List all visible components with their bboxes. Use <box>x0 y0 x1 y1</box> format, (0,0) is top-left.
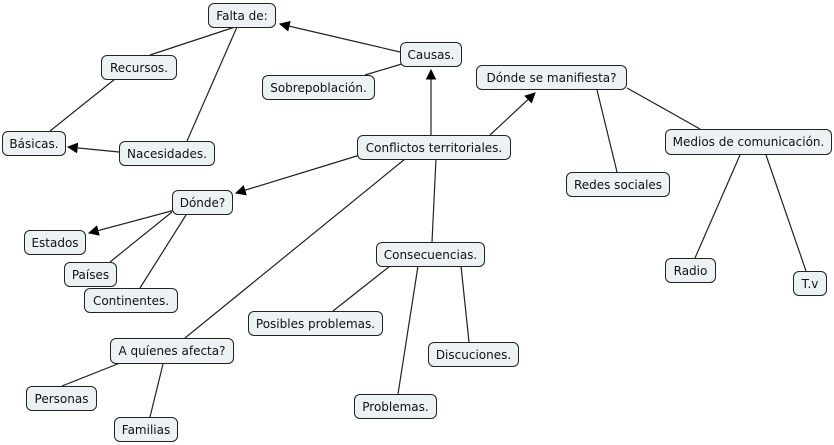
node-personas[interactable]: Personas <box>26 386 97 411</box>
line-connector <box>49 78 116 132</box>
node-donde-se-manifiesta[interactable]: Dónde se manifiesta? <box>476 65 627 90</box>
node-conflictos-territoriales[interactable]: Conflictos territoriales. <box>357 135 511 160</box>
node-radio[interactable]: Radio <box>665 258 716 283</box>
arrow-connector <box>234 154 361 196</box>
node-basicas[interactable]: Básicas. <box>2 131 66 156</box>
arrow-connector <box>87 209 176 236</box>
line-connector <box>626 87 701 130</box>
line-connector <box>332 265 391 312</box>
node-recursos[interactable]: Recursos. <box>101 55 177 80</box>
node-discuciones[interactable]: Discuciones. <box>428 342 519 367</box>
line-connector <box>431 158 437 243</box>
line-connector <box>149 363 164 418</box>
node-tv[interactable]: T.v <box>793 271 827 296</box>
node-medios-de-comunicacion[interactable]: Medios de comunicación. <box>665 129 832 155</box>
line-connector <box>184 158 406 339</box>
line-connector <box>397 265 419 395</box>
line-connector <box>364 62 406 76</box>
line-connector <box>765 154 807 272</box>
node-redes-sociales[interactable]: Redes sociales <box>566 172 670 197</box>
line-connector <box>139 214 187 289</box>
line-connector <box>596 89 618 173</box>
node-falta-de[interactable]: Falta de: <box>208 3 276 28</box>
line-connector <box>186 26 238 142</box>
node-posibles-problemas[interactable]: Posibles problemas. <box>248 311 383 336</box>
line-connector <box>61 362 121 387</box>
arrow-connector <box>489 92 536 136</box>
node-nacesidades[interactable]: Nacesidades. <box>119 141 215 166</box>
arrow-connector <box>66 142 120 154</box>
node-problemas[interactable]: Problemas. <box>354 394 437 419</box>
node-familias[interactable]: Familias <box>114 417 178 442</box>
line-connector <box>694 154 741 259</box>
node-continentes[interactable]: Continentes. <box>84 288 178 313</box>
arrow-connector <box>278 20 401 53</box>
node-consecuencias[interactable]: Consecuencias. <box>376 242 485 267</box>
node-sobrepoblacion[interactable]: Sobrepoblación. <box>262 75 375 100</box>
line-connector <box>109 211 173 263</box>
line-connector <box>460 265 470 343</box>
node-estados[interactable]: Estados <box>24 230 86 255</box>
line-connector <box>149 26 236 56</box>
node-a-quienes-afecta[interactable]: A quíenes afecta? <box>110 338 234 364</box>
node-causas[interactable]: Causas. <box>400 42 462 67</box>
node-paises[interactable]: Países <box>64 262 117 287</box>
node-donde[interactable]: Dónde? <box>172 190 233 215</box>
